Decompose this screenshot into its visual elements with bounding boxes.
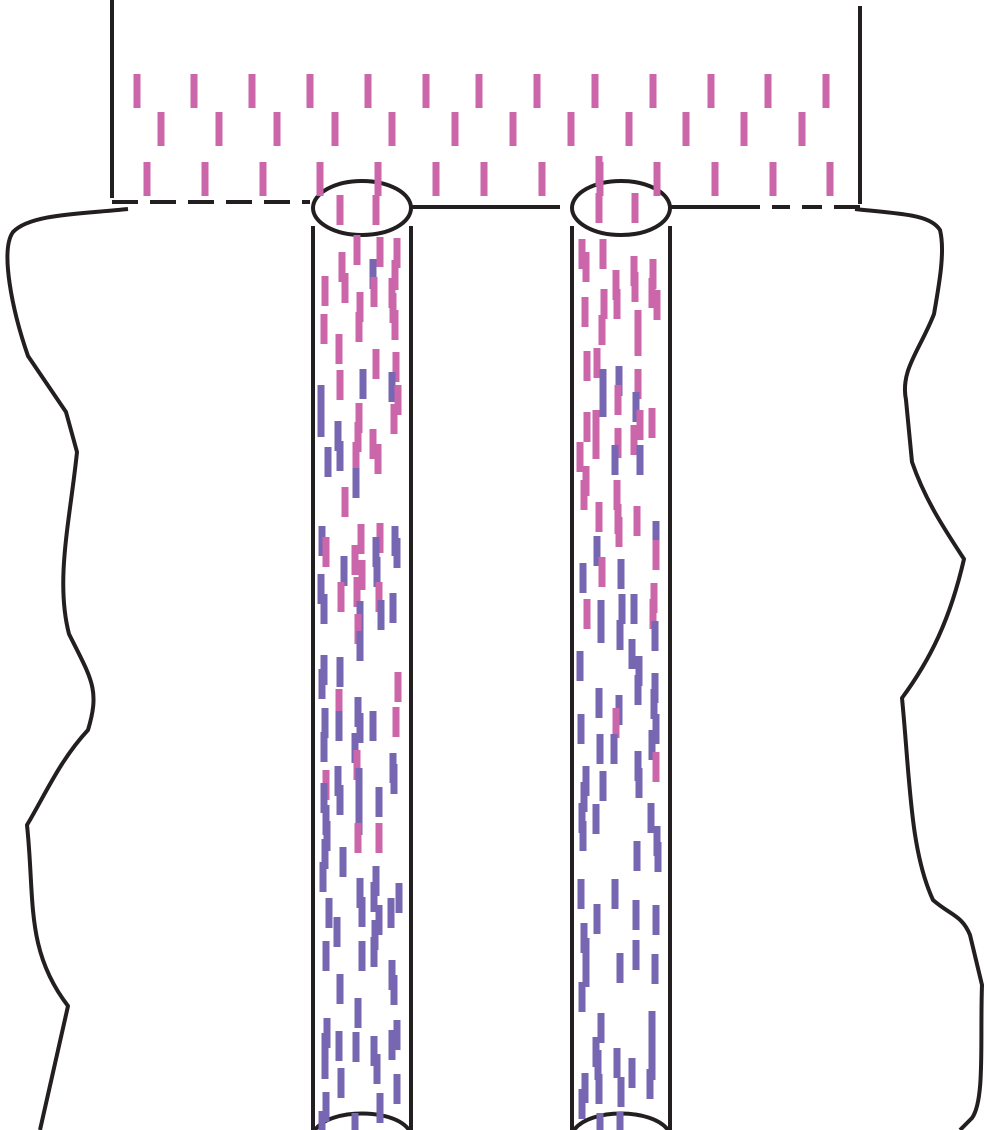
tissue-boundary [7, 209, 982, 1130]
channel-right-particles [580, 239, 658, 1130]
tissue-right-edge [855, 209, 982, 1130]
tissue-left-edge [7, 209, 128, 1130]
channel-left-particles [321, 235, 399, 1130]
channel-left-opening [313, 181, 411, 235]
